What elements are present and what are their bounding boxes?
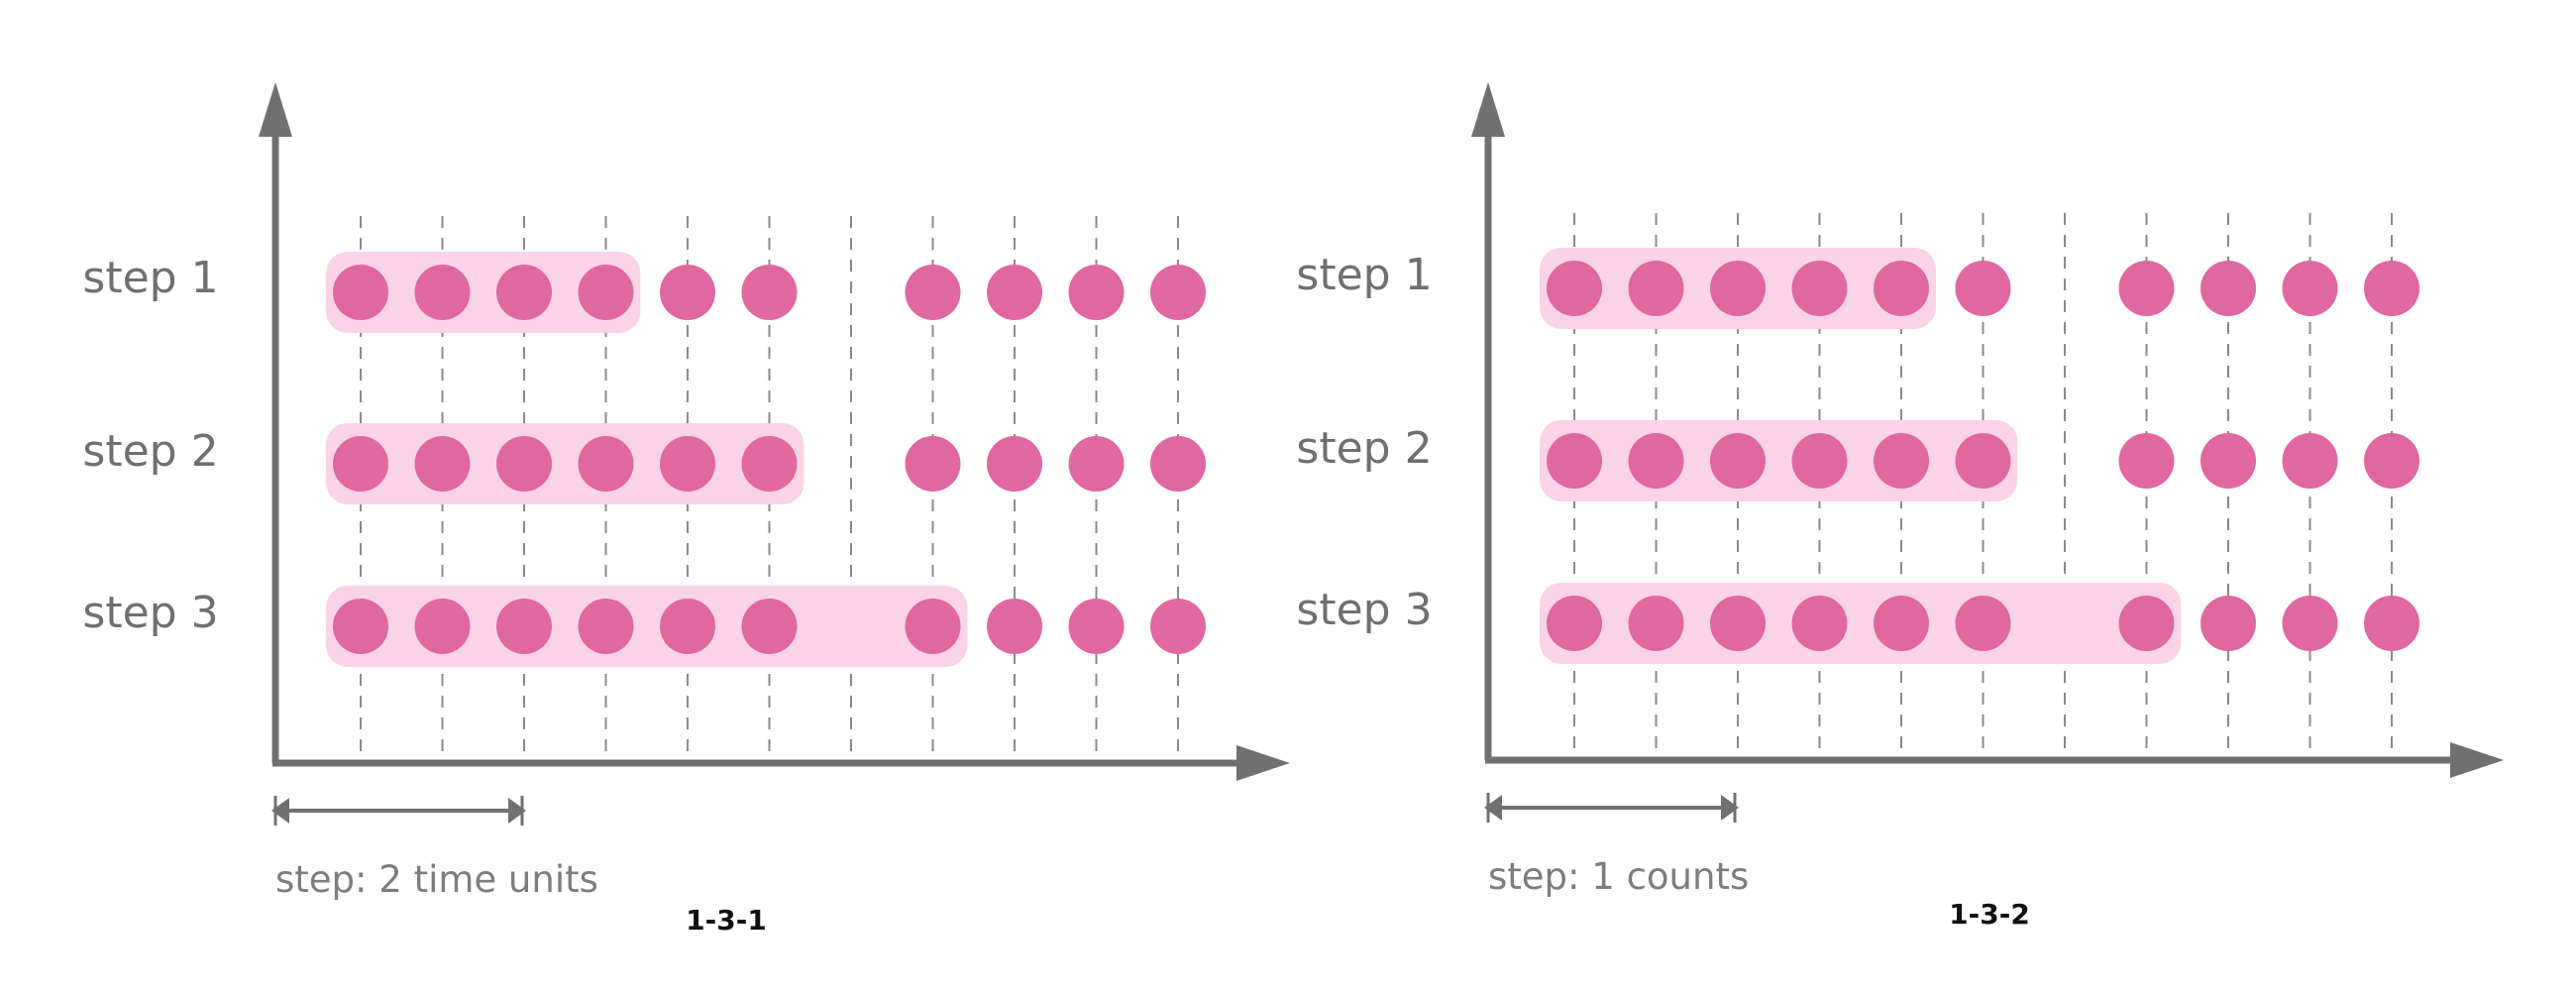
data-point-step-3-slot-9	[1068, 599, 1125, 654]
data-point-step-1-slot-9	[2282, 261, 2338, 316]
data-point-step-1-slot-7	[905, 265, 961, 320]
panel-1-3-1: step 1 step 2 step 3 step: 2 time units …	[82, 82, 1290, 936]
data-point-step-2-slot-8	[987, 436, 1042, 492]
step-caption: step: 2 time units	[275, 858, 598, 901]
data-point-step-2-slot-1	[1628, 433, 1684, 489]
data-point-step-3-slot-8	[987, 599, 1042, 654]
data-point-step-1-slot-2	[496, 265, 552, 320]
data-point-step-1-slot-8	[2200, 261, 2256, 316]
data-point-step-2-slot-2	[1710, 433, 1766, 489]
data-point-step-3-slot-2	[496, 599, 552, 654]
step-size-arrow	[271, 796, 526, 826]
row-label-step-1: step 1	[82, 253, 218, 303]
window-highlight-step-1	[326, 252, 641, 333]
data-point-step-3-slot-3	[578, 599, 634, 654]
data-point-step-3-slot-7	[2118, 596, 2175, 651]
data-point-step-2-slot-5	[741, 436, 798, 492]
data-point-step-3-slot-0	[1547, 596, 1602, 651]
data-point-step-2-slot-9	[2282, 433, 2338, 489]
data-point-step-2-slot-7	[905, 436, 961, 492]
window-highlight-step-2	[326, 423, 805, 504]
data-point-step-3-slot-4	[660, 599, 715, 654]
row-label-step-2: step 2	[1296, 423, 1432, 474]
data-point-step-3-slot-4	[1874, 596, 1929, 651]
data-point-step-1-slot-3	[1791, 261, 1848, 316]
data-point-step-3-slot-7	[905, 599, 961, 654]
data-point-step-3-slot-8	[2200, 596, 2256, 651]
data-point-step-2-slot-1	[414, 436, 471, 492]
data-point-step-3-slot-5	[1955, 596, 2011, 651]
data-point-step-3-slot-5	[741, 599, 798, 654]
data-point-step-1-slot-0	[1547, 261, 1602, 316]
data-point-step-1-slot-3	[578, 265, 634, 320]
data-point-step-1-slot-8	[987, 265, 1042, 320]
data-point-step-2-slot-3	[1791, 433, 1848, 489]
data-point-step-3-slot-10	[2364, 596, 2419, 651]
data-point-step-2-slot-10	[1150, 436, 1206, 492]
data-point-step-1-slot-9	[1068, 265, 1125, 320]
data-point-step-2-slot-5	[1955, 433, 2011, 489]
row-label-step-3: step 3	[1296, 585, 1432, 635]
data-point-step-3-slot-9	[2282, 596, 2338, 651]
data-point-step-3-slot-1	[414, 599, 471, 654]
data-point-step-1-slot-4	[1874, 261, 1929, 316]
step-caption: step: 1 counts	[1488, 855, 1749, 898]
row-label-step-2: step 2	[82, 426, 218, 477]
row-label-step-1: step 1	[1296, 250, 1432, 300]
data-point-step-2-slot-4	[1874, 433, 1929, 489]
x-axis-arrowhead	[2450, 742, 2504, 778]
data-point-step-1-slot-5	[741, 265, 798, 320]
data-point-step-2-slot-7	[2118, 433, 2175, 489]
data-point-step-3-slot-2	[1710, 596, 1766, 651]
data-point-step-2-slot-0	[1547, 433, 1602, 489]
panel-1-3-2: step 1 step 2 step 3 step: 1 counts 1-3-…	[1296, 82, 2504, 931]
data-point-step-3-slot-10	[1150, 599, 1206, 654]
data-point-step-2-slot-4	[660, 436, 715, 492]
data-point-step-2-slot-9	[1068, 436, 1125, 492]
y-axis-arrowhead	[1471, 82, 1505, 137]
panel-id: 1-3-1	[686, 904, 767, 936]
data-point-step-1-slot-7	[2118, 261, 2175, 316]
row-label-step-3: step 3	[82, 588, 218, 638]
data-points	[1547, 261, 2419, 651]
data-point-step-1-slot-2	[1710, 261, 1766, 316]
data-point-step-1-slot-4	[660, 265, 715, 320]
data-point-step-3-slot-3	[1791, 596, 1848, 651]
data-point-step-3-slot-1	[1628, 596, 1684, 651]
data-point-step-2-slot-10	[2364, 433, 2419, 489]
window-highlight-step-2	[1540, 420, 2018, 501]
data-points	[333, 265, 1206, 654]
data-point-step-2-slot-3	[578, 436, 634, 492]
window-highlight-step-3	[326, 586, 968, 667]
step-size-arrow	[1484, 793, 1739, 823]
panel-id: 1-3-2	[1949, 898, 2030, 931]
data-point-step-1-slot-5	[1955, 261, 2011, 316]
data-point-step-1-slot-1	[1628, 261, 1684, 316]
data-point-step-2-slot-8	[2200, 433, 2256, 489]
data-point-step-1-slot-10	[2364, 261, 2419, 316]
data-point-step-1-slot-10	[1150, 265, 1206, 320]
x-axis-arrowhead	[1236, 745, 1290, 781]
data-point-step-1-slot-1	[414, 265, 471, 320]
y-axis-arrowhead	[259, 82, 292, 137]
data-point-step-1-slot-0	[333, 265, 388, 320]
data-point-step-3-slot-0	[333, 599, 388, 654]
data-point-step-2-slot-0	[333, 436, 388, 492]
data-point-step-2-slot-2	[496, 436, 552, 492]
window-highlight-step-3	[1540, 583, 2182, 664]
